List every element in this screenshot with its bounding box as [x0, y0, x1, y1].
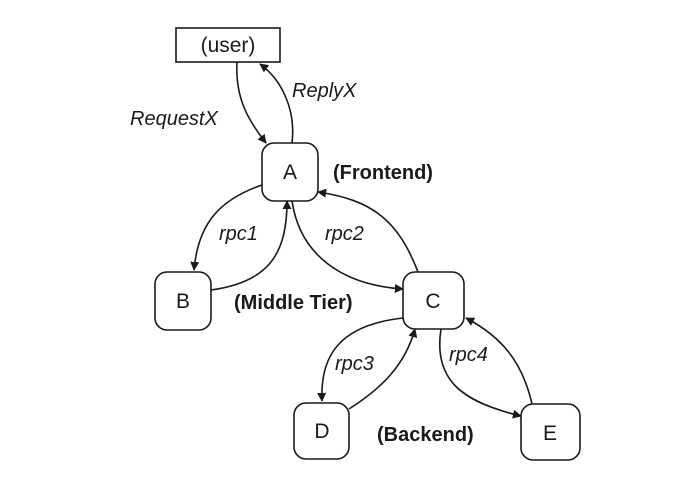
node-c-box [402, 271, 465, 330]
node-d: D [293, 402, 350, 460]
middle-tier-label: (Middle Tier) [234, 292, 353, 314]
backend-label: (Backend) [377, 424, 474, 446]
rpc4-label: rpc4 [449, 344, 488, 366]
edge-rpc3-reply [348, 328, 418, 410]
node-a-box [261, 142, 319, 202]
node-e: E [520, 403, 581, 461]
node-a: A [261, 142, 319, 202]
rpc1-label: rpc1 [219, 223, 258, 245]
node-c: C [402, 271, 465, 330]
edges [190, 61, 533, 419]
edge-rpc3-request [317, 317, 404, 402]
rpc3-label: rpc3 [335, 353, 374, 375]
node-d-label: D [314, 420, 329, 443]
edge-labels: RequestX ReplyX rpc1 rpc2 rpc3 rpc4 [130, 80, 488, 375]
node-a-label: A [283, 161, 297, 184]
user-node: (user) [175, 27, 281, 63]
request-label: RequestX [130, 108, 218, 130]
reply-label: ReplyX [292, 80, 357, 102]
node-b-label: B [176, 290, 190, 313]
frontend-label: (Frontend) [333, 162, 433, 184]
edge-rpc1-request [190, 184, 263, 271]
edge-rpc2-reply [317, 188, 419, 273]
node-e-label: E [543, 422, 557, 445]
node-d-box [293, 402, 350, 460]
edge-rpc4-reply [465, 317, 533, 405]
tier-labels: (Frontend) (Middle Tier) (Backend) [234, 162, 474, 446]
edge-request [236, 61, 267, 144]
edge-rpc2-request [291, 200, 404, 293]
user-box [175, 27, 281, 63]
node-b-box [154, 271, 212, 331]
edge-rpc4-request [439, 328, 522, 419]
node-e-box [520, 403, 581, 461]
user-label: (user) [201, 34, 256, 57]
edge-reply [259, 63, 294, 144]
node-b: B [154, 271, 212, 331]
rpc2-label: rpc2 [325, 223, 364, 245]
edge-rpc1-reply [210, 200, 292, 291]
node-c-label: C [425, 290, 440, 313]
